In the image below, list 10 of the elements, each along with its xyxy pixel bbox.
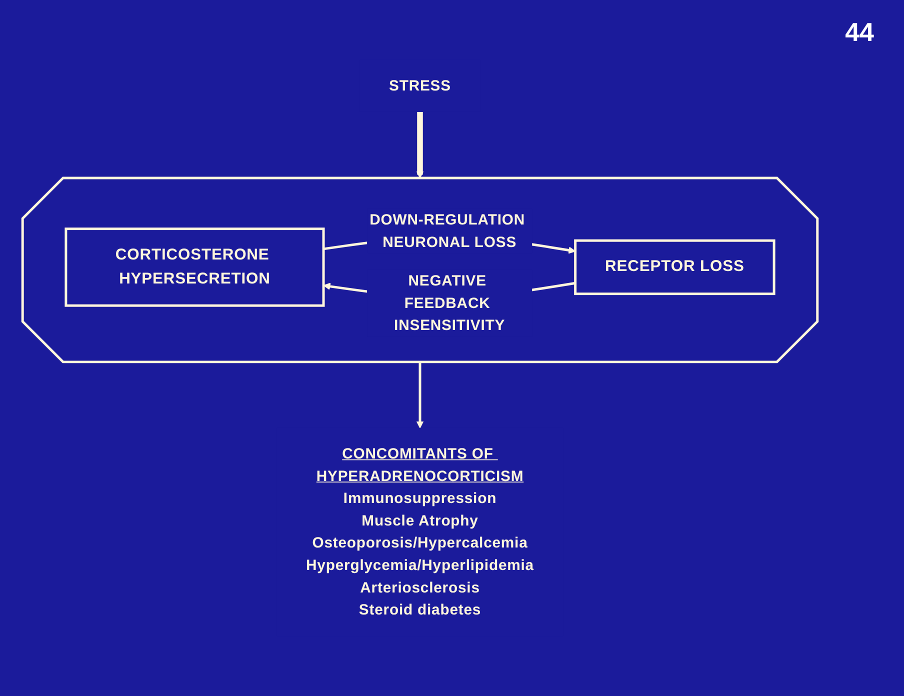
- arrow: [416, 362, 424, 428]
- cluster: [21, 176, 819, 364]
- arrow: [416, 112, 424, 178]
- edge-label: NEGATIVE FEEDBACK INSENSITIVITY: [394, 272, 506, 334]
- edge-label: DOWN-REGULATION NEURONAL LOSS: [370, 211, 525, 250]
- node-box: RECEPTOR LOSS: [574, 239, 776, 296]
- node-text: STRESS: [389, 77, 451, 94]
- slide-number: 44: [845, 16, 874, 48]
- node-box: CORTICOSTERONE HYPERSECRETION: [64, 228, 325, 307]
- node-text: CONCOMITANTS OF HYPERADRENOCORTICISM Immunosuppression Muscle Atrophy Osteoporosis/Hypercalcemia Hyperglycemia/Hyperlipidemia Arteriosclerosis Steroid diabetes: [306, 445, 534, 618]
